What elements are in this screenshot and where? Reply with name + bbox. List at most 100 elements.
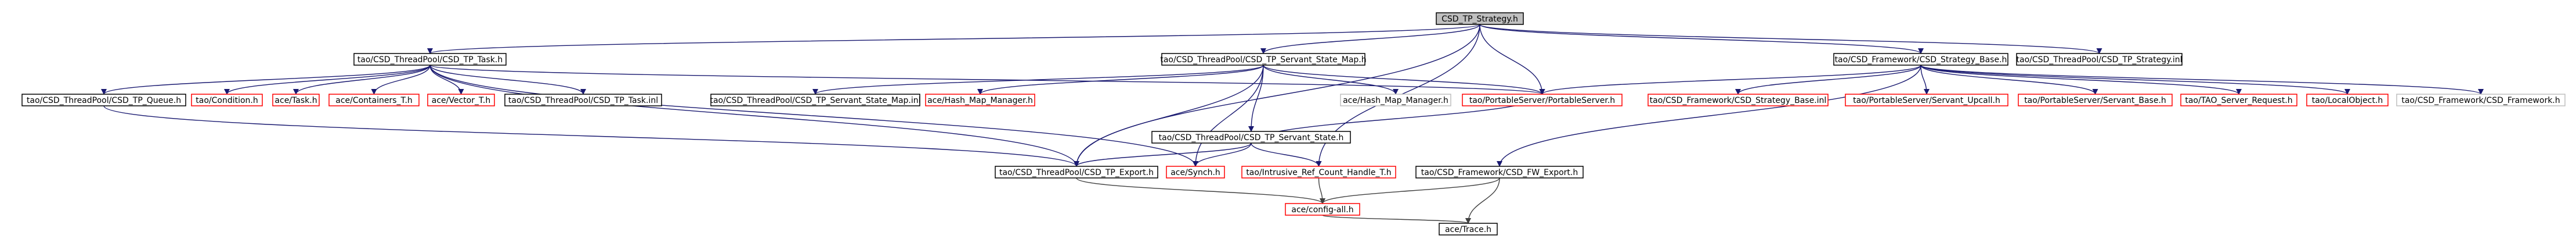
node-box-stratinl — [2016, 53, 2183, 66]
edge-sstate-to-export — [1074, 142, 1252, 167]
node-portserver[interactable]: tao/PortableServer/PortableServer.h — [1462, 94, 1623, 106]
edge-refcount-to-config — [1318, 177, 1325, 204]
node-label-task: tao/CSD_ThreadPool/CSD_TP_Task.h — [357, 55, 503, 65]
node-localobj[interactable]: tao/LocalObject.h — [2306, 94, 2389, 106]
edge-root-to-stratbase — [1479, 24, 1924, 54]
edge-ssmap-to-portserver — [1263, 65, 1545, 95]
node-box-queue — [21, 94, 186, 106]
node-task[interactable]: tao/CSD_ThreadPool/CSD_TP_Task.h — [353, 53, 507, 66]
edge-root-to-ssmap — [1260, 24, 1480, 54]
node-vector[interactable]: ace/Vector_T.h — [427, 94, 495, 106]
node-box-config — [1285, 203, 1360, 216]
node-label-sstate: tao/CSD_ThreadPool/CSD_TP_Servant_State.… — [1159, 133, 1344, 142]
node-request[interactable]: tao/TAO_Server_Request.h — [2180, 94, 2297, 106]
edge-stratbase-to-sbaseinl — [1735, 65, 1921, 95]
node-box-upcall — [1845, 94, 2008, 106]
node-stratbase[interactable]: tao/CSD_Framework/CSD_Strategy_Base.h — [1833, 53, 2008, 66]
node-label-vector: ace/Vector_T.h — [432, 96, 490, 105]
edge-task-to-export — [429, 65, 1079, 167]
node-hashmaph[interactable]: ace/Hash_Map_Manager.h — [925, 94, 1035, 106]
node-fwexport[interactable]: tao/CSD_Framework/CSD_FW_Export.h — [1415, 166, 1584, 179]
node-servbase[interactable]: tao/PortableServer/Servant_Base.h — [2018, 94, 2173, 106]
edge-export-to-config — [1076, 177, 1325, 204]
edge-fwexport-to-trace — [1465, 177, 1500, 224]
edge-ssmap-to-hashmap — [1263, 65, 1399, 95]
edge-ssmap-to-ssmapinl — [812, 65, 1264, 95]
edge-stratbase-to-servbase — [1920, 65, 2098, 95]
node-sbaseinl[interactable]: tao/CSD_Framework/CSD_Strategy_Base.inl — [1648, 94, 1829, 106]
node-label-export: tao/CSD_ThreadPool/CSD_TP_Export.h — [999, 168, 1154, 177]
node-condition[interactable]: tao/Condition.h — [191, 94, 263, 106]
node-box-hashmap — [1340, 94, 1451, 106]
node-box-ssmap — [1161, 53, 1365, 66]
node-box-taskinl — [504, 94, 662, 106]
node-taskinl[interactable]: tao/CSD_ThreadPool/CSD_TP_Task.inl — [504, 94, 662, 106]
node-box-sbaseinl — [1648, 94, 1829, 106]
node-box-fwexport — [1415, 166, 1584, 179]
edge-ssmap-to-synch — [1193, 65, 1264, 167]
edge-stratbase-to-fwh — [1920, 65, 2484, 95]
edge-stratbase-to-localobj — [1920, 65, 2350, 95]
node-box-stratbase — [1833, 53, 2008, 66]
node-label-hashmaph: ace/Hash_Map_Manager.h — [927, 96, 1033, 105]
node-label-trace: ace/Trace.h — [1445, 225, 1491, 234]
edge-task-to-acetask — [293, 65, 431, 95]
edge-task-to-portserver — [429, 65, 1545, 95]
node-synch[interactable]: ace/Synch.h — [1166, 166, 1225, 179]
node-containers[interactable]: ace/Containers_T.h — [328, 94, 420, 106]
node-hashmap[interactable]: ace/Hash_Map_Manager.h — [1340, 94, 1451, 106]
node-config[interactable]: ace/config-all.h — [1285, 203, 1360, 216]
node-export[interactable]: tao/CSD_ThreadPool/CSD_TP_Export.h — [995, 166, 1158, 179]
edge-task-to-taskinl — [429, 65, 586, 95]
edge-root-to-portserver — [1479, 24, 1545, 95]
node-label-condition: tao/Condition.h — [196, 96, 258, 105]
node-acetask[interactable]: ace/Task.h — [272, 94, 320, 106]
edge-stratbase-to-request — [1920, 65, 2242, 95]
node-ssmap[interactable]: tao/CSD_ThreadPool/CSD_TP_Servant_State_… — [1160, 53, 1367, 66]
node-fwh[interactable]: tao/CSD_Framework/CSD_Framework.h — [2396, 94, 2566, 106]
node-refcount[interactable]: tao/Intrusive_Ref_Count_Handle_T.h — [1241, 166, 1396, 179]
node-box-trace — [1439, 223, 1498, 236]
node-queue[interactable]: tao/CSD_ThreadPool/CSD_TP_Queue.h — [21, 94, 186, 106]
node-box-acetask — [272, 94, 320, 106]
node-trace[interactable]: ace/Trace.h — [1439, 223, 1498, 236]
nodes-layer: CSD_TP_Strategy.h tao/CSD_ThreadPool/CSD_… — [21, 12, 2566, 236]
node-box-vector — [427, 94, 495, 106]
node-box-servbase — [2018, 94, 2173, 106]
node-label-acetask: ace/Task.h — [274, 96, 317, 105]
node-box-synch — [1166, 166, 1225, 179]
node-label-portserver: tao/PortableServer/PortableServer.h — [1469, 96, 1615, 105]
node-label-sbaseinl: tao/CSD_Framework/CSD_Strategy_Base.inl — [1650, 96, 1827, 105]
node-stratinl[interactable]: tao/CSD_ThreadPool/CSD_TP_Strategy.inl — [2016, 53, 2183, 66]
node-label-stratbase: tao/CSD_Framework/CSD_Strategy_Base.h — [1835, 55, 2007, 65]
node-label-queue: tao/CSD_ThreadPool/CSD_TP_Queue.h — [27, 96, 181, 105]
edge-fwexport-to-config — [1320, 177, 1500, 204]
node-label-containers: ace/Containers_T.h — [335, 96, 413, 105]
edge-sstate-to-synch — [1193, 142, 1252, 167]
node-label-taskinl: tao/CSD_ThreadPool/CSD_TP_Task.inl — [508, 96, 658, 105]
node-label-hashmap: ace/Hash_Map_Manager.h — [1343, 96, 1448, 105]
node-upcall[interactable]: tao/PortableServer/Servant_Upcall.h — [1845, 94, 2008, 106]
edge-root-to-task — [427, 24, 1480, 54]
edge-task-to-synch — [429, 65, 1198, 167]
node-box-refcount — [1241, 166, 1396, 179]
node-box-fwh — [2396, 94, 2566, 106]
edge-root-to-stratinl — [1479, 24, 2102, 54]
edge-sstate-to-refcount — [1251, 142, 1322, 167]
node-sstate[interactable]: tao/CSD_ThreadPool/CSD_TP_Servant_State.… — [1151, 131, 1351, 144]
edge-ssmap-to-sstate — [1248, 65, 1264, 132]
node-label-synch: ace/Synch.h — [1170, 168, 1220, 177]
node-box-export — [995, 166, 1158, 179]
edge-task-to-condition — [224, 65, 431, 95]
node-ssmapinl[interactable]: tao/CSD_ThreadPool/CSD_TP_Servant_State_… — [710, 94, 921, 106]
edges-layer — [101, 24, 2484, 224]
node-label-localobj: tao/LocalObject.h — [2312, 96, 2383, 105]
node-box-sstate — [1151, 131, 1351, 144]
node-box-request — [2180, 94, 2297, 106]
node-label-root: CSD_TP_Strategy.h — [1441, 15, 1518, 24]
node-box-condition — [191, 94, 263, 106]
edge-ssmap-to-hashmaph — [977, 65, 1264, 95]
node-label-ssmap: tao/CSD_ThreadPool/CSD_TP_Servant_State_… — [1160, 55, 1366, 65]
node-box-ssmapinl — [710, 94, 920, 106]
